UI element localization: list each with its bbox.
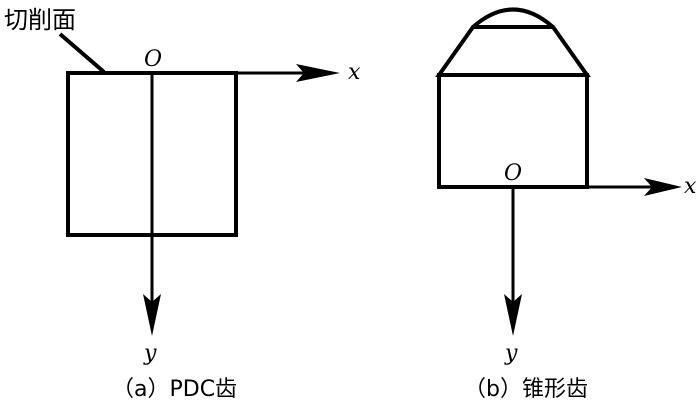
y-axis-label-a: y (143, 341, 157, 366)
caption-a: （a）PDC齿 (112, 377, 237, 402)
y-axis-label-b: y (504, 341, 518, 366)
panel-a: 切削面 O x y （a）PDC齿 (4, 6, 361, 402)
origin-label-a: O (144, 47, 162, 72)
conical-tooth-taper (435, 25, 591, 77)
cut-face-leader-line (58, 32, 106, 74)
panel-b: O x y （b）锥形齿 (435, 7, 697, 402)
x-axis-label-a: x (348, 60, 361, 85)
y-axis-arrow-b (504, 294, 522, 336)
x-axis-label-b: x (684, 174, 697, 199)
x-axis-arrow-b (644, 178, 682, 196)
x-axis-arrow-a (296, 64, 340, 82)
caption-b: （b）锥形齿 (464, 377, 588, 402)
cut-face-label: 切削面 (4, 6, 76, 34)
y-axis-arrow-a (143, 294, 161, 336)
origin-label-b: O (504, 161, 522, 186)
conical-tooth-dome (471, 7, 555, 29)
